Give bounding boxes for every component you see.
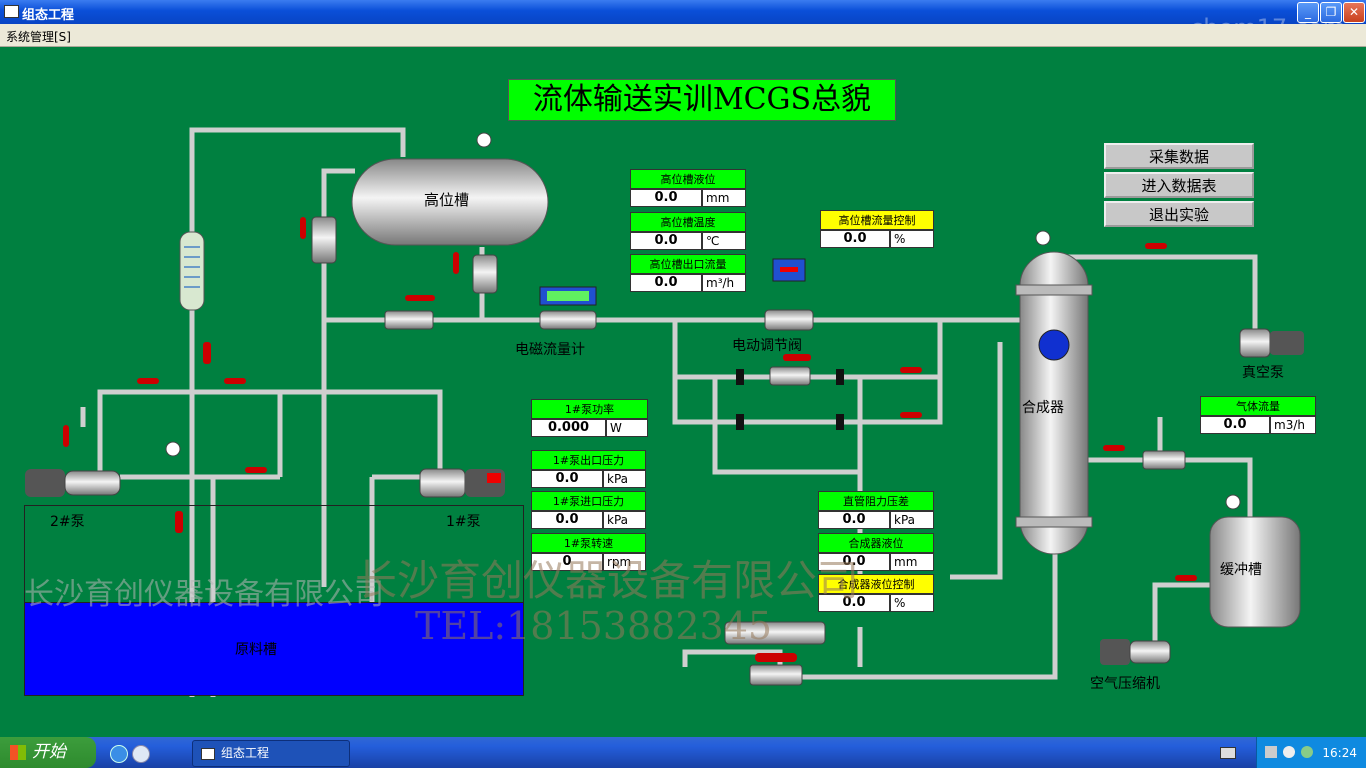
task-label: 组态工程: [221, 746, 270, 760]
close-button[interactable]: ✕: [1343, 2, 1365, 23]
panel-unit: kPa: [603, 511, 646, 529]
raw-tank-outline: [24, 505, 524, 603]
electric-valve-label: 电动调节阀: [732, 338, 802, 354]
network-icon[interactable]: [1265, 746, 1277, 758]
panel-label: 气体流量: [1200, 396, 1316, 416]
panel-high-tank-temp: 高位槽温度 0.0℃: [630, 212, 746, 250]
panel-label: 高位槽液位: [630, 169, 746, 189]
panel-label: 高位槽温度: [630, 212, 746, 232]
start-label: 开始: [32, 742, 66, 762]
air-compressor-label: 空气压缩机: [1090, 676, 1160, 692]
panel-unit: %: [890, 230, 934, 248]
menubar: 系统管理[S]: [0, 24, 1366, 47]
panel-label: 高位槽流量控制: [820, 210, 934, 230]
raw-tank-label: 原料槽: [235, 642, 277, 658]
panel-value: 0.000: [531, 419, 606, 437]
keyboard-icon[interactable]: [1220, 747, 1236, 759]
panel-unit: kPa: [890, 511, 934, 529]
raw-tank: 原料槽: [24, 602, 524, 696]
volume-icon[interactable]: [1283, 746, 1295, 758]
panel-unit: ℃: [702, 232, 746, 250]
vacuum-pump-label: 真空泵: [1242, 365, 1284, 381]
process-diagram: [25, 127, 1304, 697]
pump1-label: 1#泵: [446, 514, 481, 530]
panel-label: 1#泵出口压力: [531, 450, 646, 470]
clock: 16:24: [1322, 746, 1357, 760]
em-flowmeter-label: 电磁流量计: [515, 342, 585, 358]
panel-unit: m³/h: [702, 274, 746, 292]
windows-flag-icon: [10, 745, 26, 760]
high-tank-label: 高位槽: [424, 191, 470, 209]
app-icon: [4, 5, 19, 18]
panel-unit: mm: [890, 553, 934, 571]
panel-unit: rpm: [603, 553, 646, 571]
menu-system[interactable]: 系统管理[S]: [6, 30, 71, 44]
maximize-button[interactable]: ❐: [1320, 2, 1342, 23]
panel-unit: mm: [702, 189, 746, 207]
panel-unit: m3/h: [1270, 416, 1316, 434]
company-watermark-1: 长沙育创仪器设备有限公司: [24, 577, 384, 612]
panel-value: 0.0: [630, 232, 702, 250]
panel-label: 高位槽出口流量: [630, 254, 746, 274]
ie-icon[interactable]: [110, 745, 128, 763]
panel-value: 0.0: [630, 274, 702, 292]
panel-value: 0.0: [818, 511, 890, 529]
panel-label: 1#泵转速: [531, 533, 646, 553]
panel-value: 0.0: [531, 470, 603, 488]
pump2-label: 2#泵: [50, 514, 85, 530]
panel-unit: %: [890, 594, 934, 612]
window-title: 组态工程: [22, 8, 75, 23]
buffer-tank-label: 缓冲槽: [1220, 562, 1262, 578]
panel-value: 0.0: [820, 230, 890, 248]
taskbar: 开始 组态工程 16:24: [0, 737, 1366, 768]
panel-value: 0: [531, 553, 603, 571]
exit-experiment-button[interactable]: 退出实验: [1104, 201, 1254, 227]
panel-label: 合成器液位控制: [818, 574, 934, 594]
panel-unit: kPa: [603, 470, 646, 488]
enter-data-table-button[interactable]: 进入数据表: [1104, 172, 1254, 198]
panel-high-tank-flow-ctrl: 高位槽流量控制 0.0%: [820, 210, 934, 248]
taskbar-task[interactable]: 组态工程: [192, 740, 350, 767]
start-button[interactable]: 开始: [0, 737, 96, 768]
explorer-icon[interactable]: [132, 745, 150, 763]
task-app-icon: [201, 748, 215, 760]
panel-label: 合成器液位: [818, 533, 934, 553]
synthesizer-label: 合成器: [1022, 400, 1064, 416]
main-title: 流体输送实训MCGS总貌: [508, 79, 896, 121]
minimize-button[interactable]: _: [1297, 2, 1319, 23]
panel-label: 1#泵进口压力: [531, 491, 646, 511]
tel-watermark: TEL:18153882345: [415, 604, 773, 648]
window-titlebar[interactable]: 组态工程 _ ❐ ✕: [0, 0, 1366, 24]
panel-value: 0.0: [818, 594, 890, 612]
system-tray: 16:24: [1256, 737, 1366, 768]
panel-label: 直管阻力压差: [818, 491, 934, 511]
panel-unit: W: [606, 419, 648, 437]
panel-synthesizer-level-ctrl: 合成器液位控制 0.0%: [818, 574, 934, 612]
security-icon[interactable]: [1301, 746, 1313, 758]
company-watermark-2: 长沙育创仪器设备有限公司: [355, 556, 860, 605]
panel-value: 0.0: [1200, 416, 1270, 434]
panel-value: 0.0: [818, 553, 890, 571]
panel-value: 0.0: [630, 189, 702, 207]
panel-value: 0.0: [531, 511, 603, 529]
collect-data-button[interactable]: 采集数据: [1104, 143, 1254, 169]
panel-label: 1#泵功率: [531, 399, 648, 419]
